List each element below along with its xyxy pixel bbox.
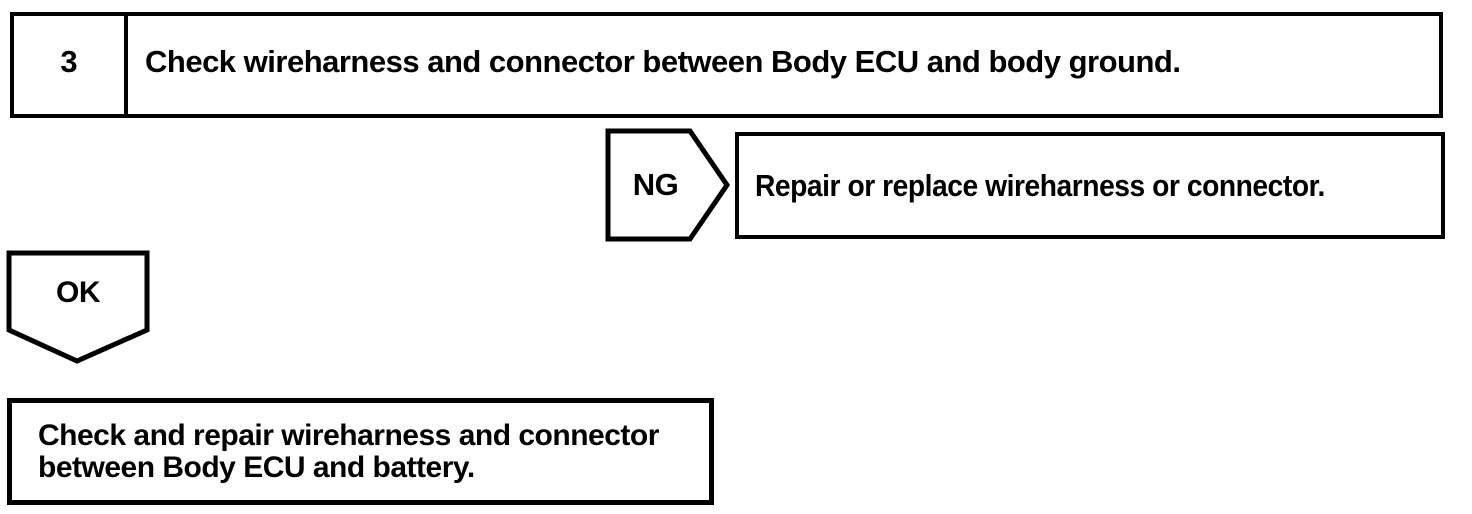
ng-label: NG: [632, 166, 679, 202]
ok-arrow-icon: [6, 250, 150, 364]
step-instruction: Check wireharness and connector between …: [145, 44, 1181, 79]
ng-arrow-outline: [605, 128, 731, 242]
ok-arrow-outline: [6, 250, 150, 364]
step-number-cell: 3: [14, 16, 128, 114]
ok-label: OK: [56, 276, 101, 309]
step-box: 3 Check wireharness and connector betwee…: [10, 12, 1443, 118]
result-line-2: between Body ECU and battery.: [38, 450, 475, 484]
step-instruction-cell: Check wireharness and connector between …: [128, 16, 1439, 114]
result-line-1: Check and repair wireharness and connect…: [38, 418, 659, 452]
step-number: 3: [60, 44, 78, 79]
ng-action-text: Repair or replace wireharness or connect…: [755, 167, 1325, 203]
ng-arrow-icon: [605, 128, 731, 242]
ng-action-box: Repair or replace wireharness or connect…: [735, 132, 1445, 239]
result-box: Check and repair wireharness and connect…: [7, 398, 714, 505]
